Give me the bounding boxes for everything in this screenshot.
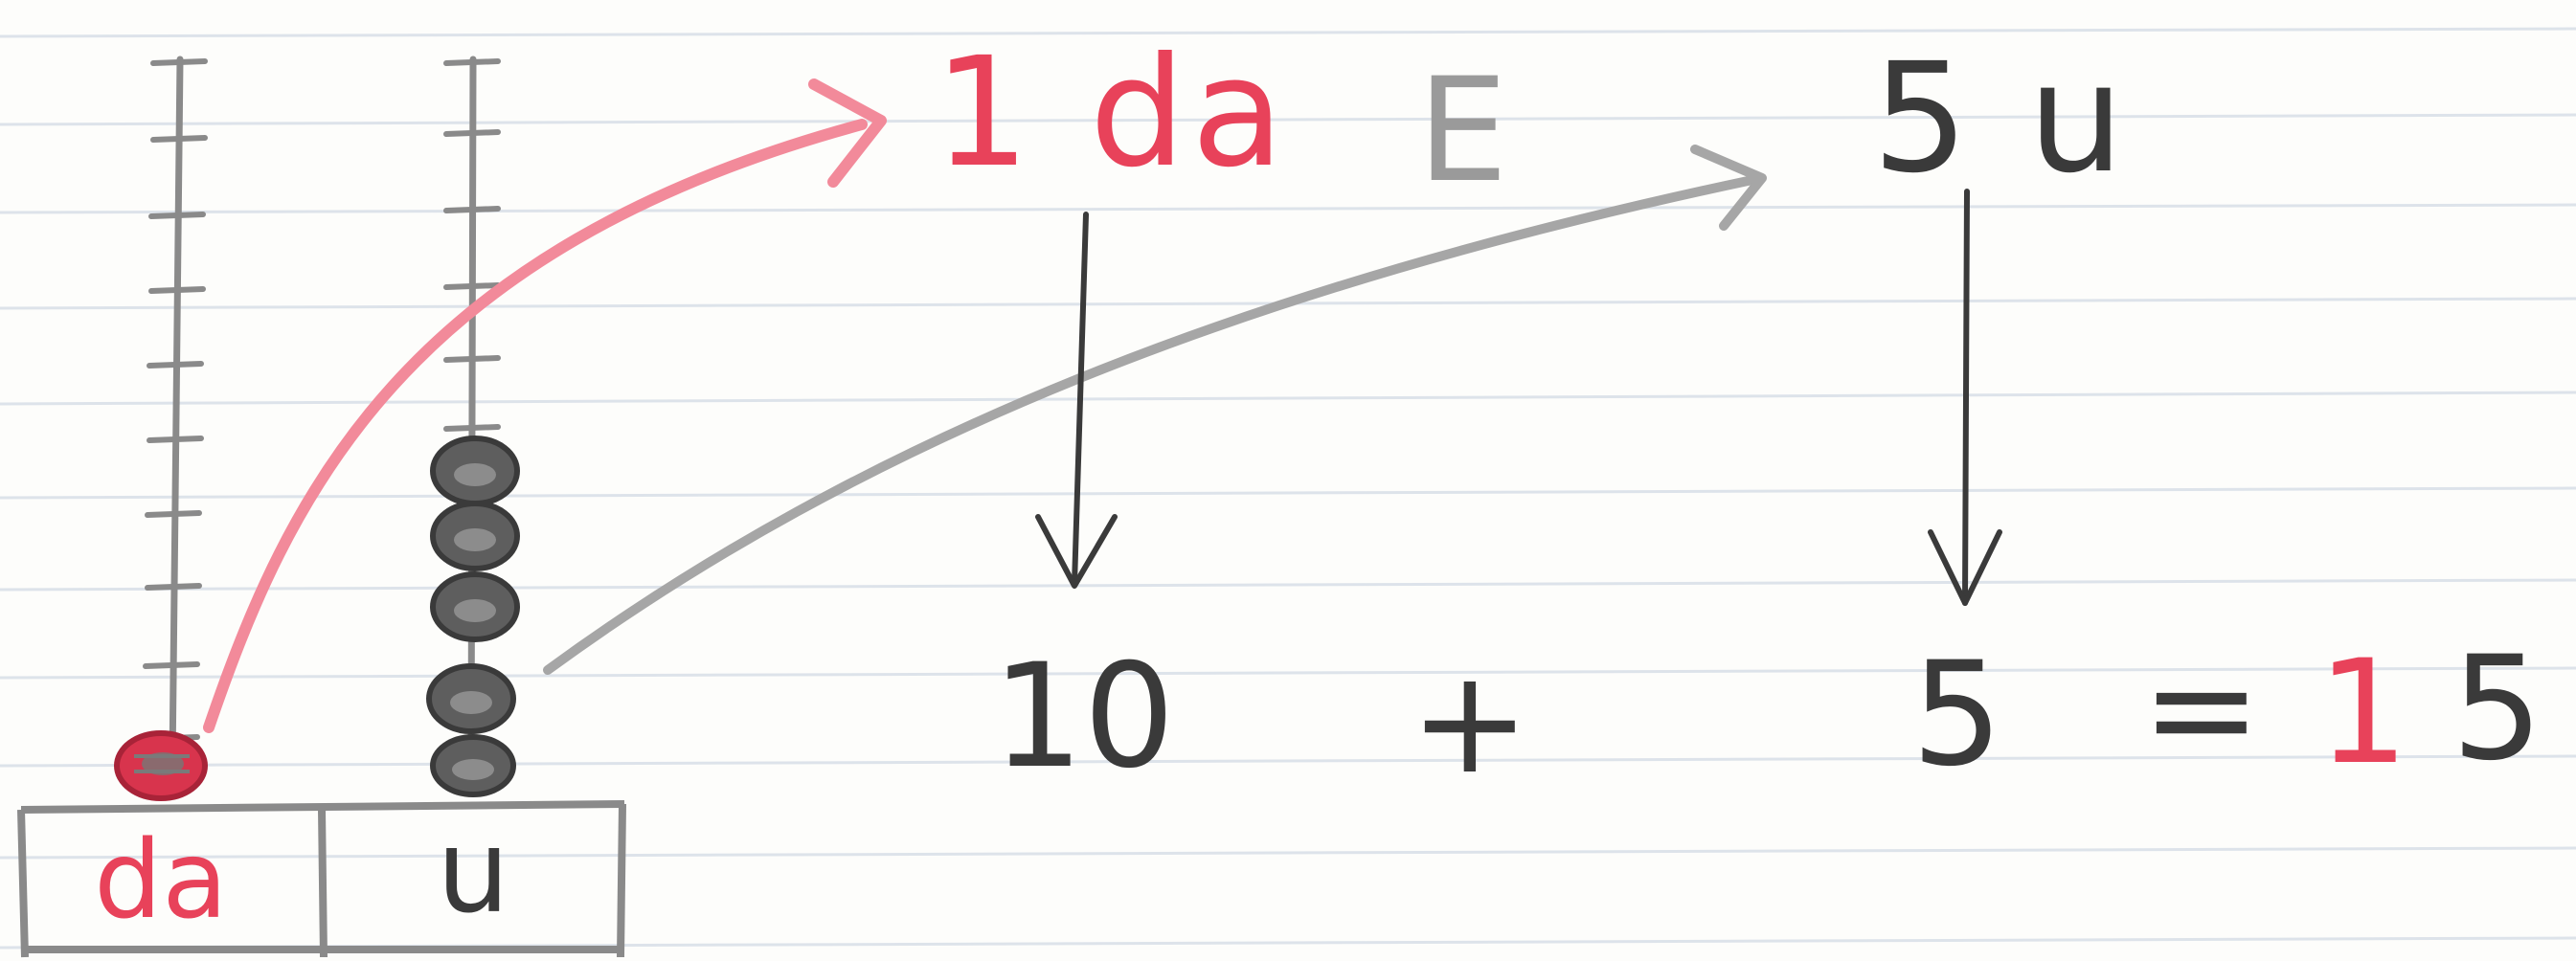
abacus-base <box>17 800 626 958</box>
bead-unit <box>430 436 520 506</box>
tens-part: 1 da <box>934 25 1290 201</box>
bead-unit <box>430 734 516 797</box>
units-value: 5 <box>1911 632 2002 798</box>
equals-sign: = <box>2141 626 2262 793</box>
units-part: 5 u <box>1872 31 2130 207</box>
abacus-rod-tens <box>143 56 208 770</box>
abacus <box>17 56 626 958</box>
abacus-label-tens: da <box>94 818 228 943</box>
abacus-beads-units <box>426 436 520 797</box>
down-arrow-icon <box>1928 189 2002 606</box>
abacus-rod-units <box>443 56 501 770</box>
bead-unit <box>430 571 520 642</box>
tens-value: 10 <box>992 634 1175 800</box>
bead-unit <box>430 501 520 571</box>
gray-curved-arrow-icon <box>543 145 1767 675</box>
connector-e: E <box>1417 48 1508 214</box>
down-arrow-icon <box>1035 212 1118 589</box>
plus-sign: + <box>1410 639 1530 806</box>
abacus-bead-tens <box>114 730 208 801</box>
result-units-digit: 5 <box>2452 626 2542 793</box>
red-curved-arrow-icon <box>203 78 887 733</box>
abacus-label-units: u <box>437 806 509 939</box>
bead-unit <box>426 663 516 734</box>
result-tens-digit: 1 <box>2317 630 2408 796</box>
